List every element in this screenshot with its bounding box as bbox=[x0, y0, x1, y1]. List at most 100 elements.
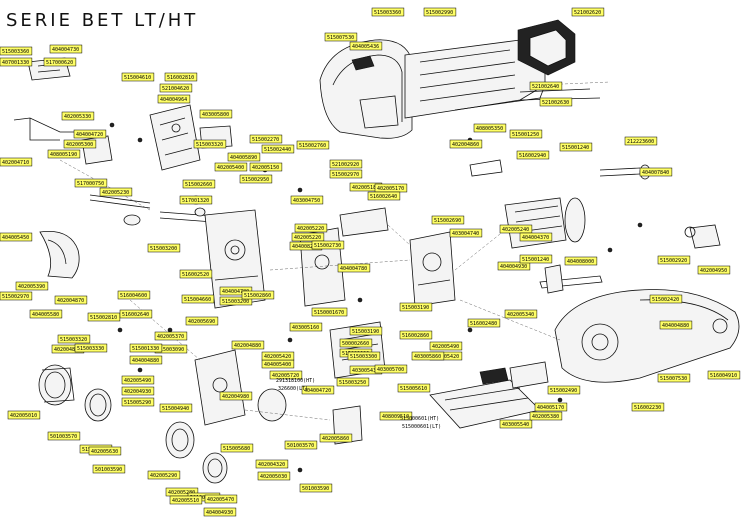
part-number-text: 515005290 bbox=[124, 400, 151, 406]
part-number-tag: 402005220 bbox=[294, 223, 328, 233]
part-number-tag: 403005700 bbox=[374, 364, 408, 374]
part-number-text: 402005490 bbox=[124, 378, 151, 384]
part-number-text: 404008220 bbox=[292, 244, 319, 250]
right-lower-housing bbox=[554, 289, 740, 383]
part-number-text: 521004620 bbox=[162, 86, 189, 92]
part-number-tag: 515002490 bbox=[547, 385, 581, 395]
part-number-text: 516002640 bbox=[122, 312, 149, 318]
part-number-text: 515003250 bbox=[339, 380, 366, 386]
part-number-text: 403004750 bbox=[293, 198, 320, 204]
part-number-tag: 402005400 bbox=[214, 162, 248, 172]
lower-left-motor bbox=[38, 364, 228, 484]
upper-blade-guard bbox=[319, 39, 413, 139]
part-number-tag: 516002640 bbox=[119, 309, 153, 319]
part-number-text: 402005170 bbox=[377, 186, 404, 192]
part-number-tag: 404004370 bbox=[519, 232, 553, 242]
part-number-tag: 517000620 bbox=[43, 57, 77, 67]
part-number-text: 402005230 bbox=[102, 190, 129, 196]
part-number-tag: 515003250 bbox=[336, 377, 370, 387]
part-number-text: 500002660 bbox=[342, 341, 369, 347]
part-number-tag: 516004910 bbox=[707, 370, 741, 380]
part-number-tag: 402004930 bbox=[121, 386, 155, 396]
part-number-text: 515003320 bbox=[60, 337, 87, 343]
part-number-tag: 515001330 bbox=[129, 343, 163, 353]
part-number-text: 404005420 bbox=[432, 354, 459, 360]
part-number-text: 403005430 bbox=[352, 368, 379, 374]
part-number-text: 403005160 bbox=[292, 325, 319, 331]
part-number-text: 402005720 bbox=[272, 373, 299, 379]
part-number-text: 404005450 bbox=[2, 235, 29, 241]
part-number-tag: 402005340 bbox=[504, 309, 538, 319]
part-number-text: 402005150 bbox=[252, 165, 279, 171]
part-number-tag: 403005540 bbox=[499, 419, 533, 429]
part-number-text: 515001330 bbox=[132, 346, 159, 352]
part-number-tag: 402005470 bbox=[204, 494, 238, 504]
part-number-text: 402005280 bbox=[168, 490, 195, 496]
part-number-text: 402005490 bbox=[432, 344, 459, 350]
part-number-text: 517001320 bbox=[182, 198, 209, 204]
right-pin-assembly bbox=[599, 164, 721, 249]
part-number-tag: 515002990 bbox=[423, 7, 457, 17]
part-number-text: 404004780 bbox=[222, 289, 249, 295]
part-number-tag: 515002420 bbox=[649, 294, 683, 304]
part-number-tag: 515002950 bbox=[239, 174, 273, 184]
part-number-tag: 515007530 bbox=[657, 373, 691, 383]
battery-pack bbox=[517, 19, 576, 76]
part-number-text: 516002640 bbox=[370, 194, 397, 200]
part-number-text: 404004880 bbox=[132, 358, 159, 364]
part-number-tag: 515003320 bbox=[193, 139, 227, 149]
part-number-tag: 402004880 bbox=[231, 340, 265, 350]
part-number-tag: 407001330 bbox=[0, 57, 33, 67]
part-number-tag: 404005400 bbox=[261, 359, 295, 369]
part-number-text: 404005890 bbox=[230, 155, 257, 161]
part-number-text: 515002690 bbox=[434, 218, 461, 224]
part-number-text: 521002620 bbox=[574, 10, 601, 16]
part-number-text: 501003570 bbox=[50, 434, 77, 440]
diagram-title: SERIE BET LT/HT bbox=[6, 10, 198, 31]
part-number-text: 515003330 bbox=[77, 346, 104, 352]
part-number-text: 515002990 bbox=[426, 10, 453, 16]
part-number-tag: 515002860 bbox=[241, 290, 275, 300]
part-number-tag: 402005860 bbox=[319, 433, 353, 443]
part-number-tag: 515004940 bbox=[159, 403, 193, 413]
part-number-text: 515004660 bbox=[184, 297, 211, 303]
part-number-tag: 402005490 bbox=[429, 341, 463, 351]
part-number-tag: 404004930 bbox=[203, 507, 237, 517]
part-number-tag: 515007530 bbox=[324, 32, 358, 42]
part-number-tag: 402005170 bbox=[374, 183, 408, 193]
part-number-tag: 404005170 bbox=[534, 402, 568, 412]
part-number-tag: 408005190 bbox=[47, 149, 81, 159]
part-number-text: 515002490 bbox=[550, 388, 577, 394]
part-number-text: 515003320 bbox=[196, 142, 223, 148]
part-number-text: 404004730 bbox=[52, 47, 79, 53]
part-number-tag: 402004710 bbox=[0, 157, 33, 167]
part-number-tag: 402005420 bbox=[261, 351, 295, 361]
part-number-tag: 402005230 bbox=[99, 187, 133, 197]
part-number-text: 408009510 bbox=[382, 414, 409, 420]
part-number-text: 404004930 bbox=[206, 510, 233, 516]
part-number-tag: 402005330 bbox=[61, 111, 95, 121]
part-number-text: 404004880 bbox=[662, 323, 689, 329]
part-number-tag: 402005290 bbox=[147, 470, 181, 480]
part-number-text: 515007530 bbox=[327, 35, 354, 41]
part-number-tag: 517000750 bbox=[74, 178, 108, 188]
part-number-tag: 402005380 bbox=[529, 411, 563, 421]
part-number-tag: 402005390 bbox=[15, 281, 49, 291]
part-number-tag: 515002440 bbox=[261, 144, 295, 154]
part-number-text: 515003200 bbox=[150, 246, 177, 252]
part-number-text: 402005340 bbox=[507, 312, 534, 318]
parts-drawing bbox=[13, 19, 740, 484]
part-number-text: 402005420 bbox=[264, 354, 291, 360]
part-number-text: 402005220 bbox=[297, 226, 324, 232]
part-number-tag: 515002920 bbox=[657, 255, 691, 265]
part-number-text: 515007530 bbox=[660, 376, 687, 382]
part-number-tag: 521002640 bbox=[529, 81, 563, 91]
part-number-text: 402004980 bbox=[222, 394, 249, 400]
part-number-text: 403005540 bbox=[502, 422, 529, 428]
gearbox bbox=[339, 207, 456, 307]
part-number-text: 403005860 bbox=[414, 354, 441, 360]
part-number-tag: 402005030 bbox=[257, 471, 291, 481]
part-number-text: 403005700 bbox=[377, 367, 404, 373]
annotation-text: 326600(LT) bbox=[278, 386, 308, 392]
part-number-tag: 404004730 bbox=[49, 44, 83, 54]
